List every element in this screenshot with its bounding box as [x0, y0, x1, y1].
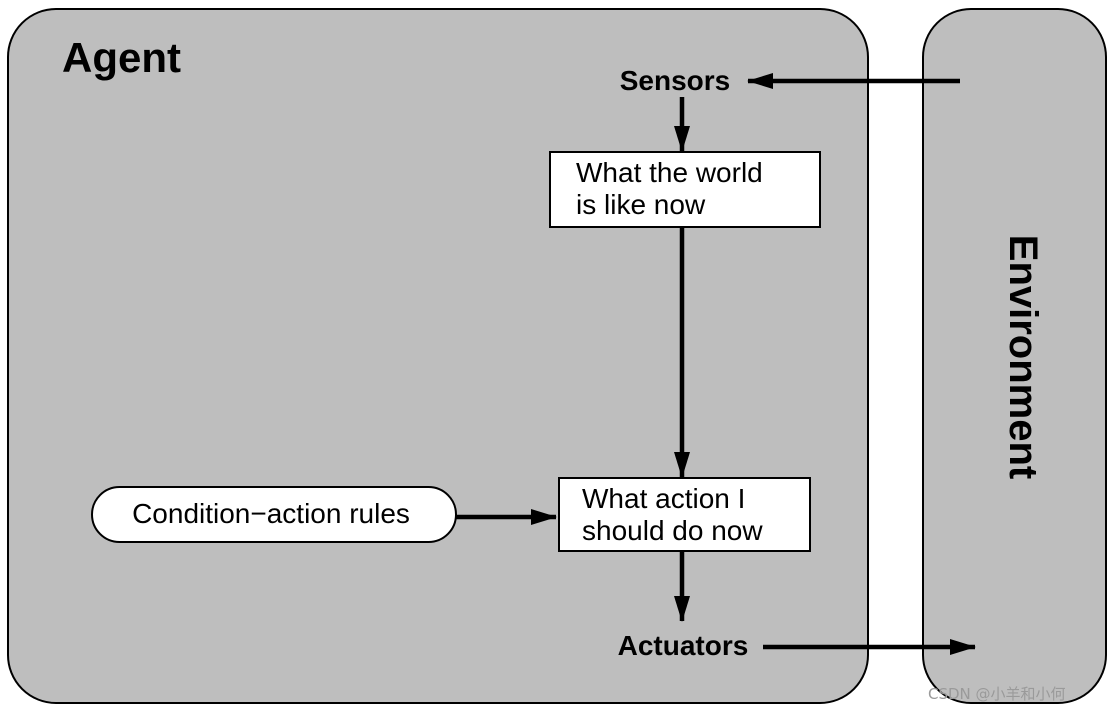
world-state-box: [549, 151, 821, 228]
actuators-label: Actuators: [618, 630, 749, 661]
action-line-1: What action I: [582, 483, 745, 514]
agent-panel: [7, 8, 869, 704]
sensors-label: Sensors: [620, 65, 731, 96]
action-box: [558, 477, 811, 552]
environment-panel: [922, 8, 1107, 704]
rules-label: Condition−action rules: [132, 498, 410, 529]
watermark: CSDN @小羊和小何: [928, 685, 1066, 703]
rules-box: [91, 486, 457, 543]
world-state-line-2: is like now: [576, 189, 706, 220]
agent-title: Agent: [62, 34, 181, 81]
environment-title: Environment: [1001, 235, 1045, 479]
action-line-2: should do now: [582, 515, 763, 546]
world-state-line-1: What the world: [576, 157, 763, 188]
